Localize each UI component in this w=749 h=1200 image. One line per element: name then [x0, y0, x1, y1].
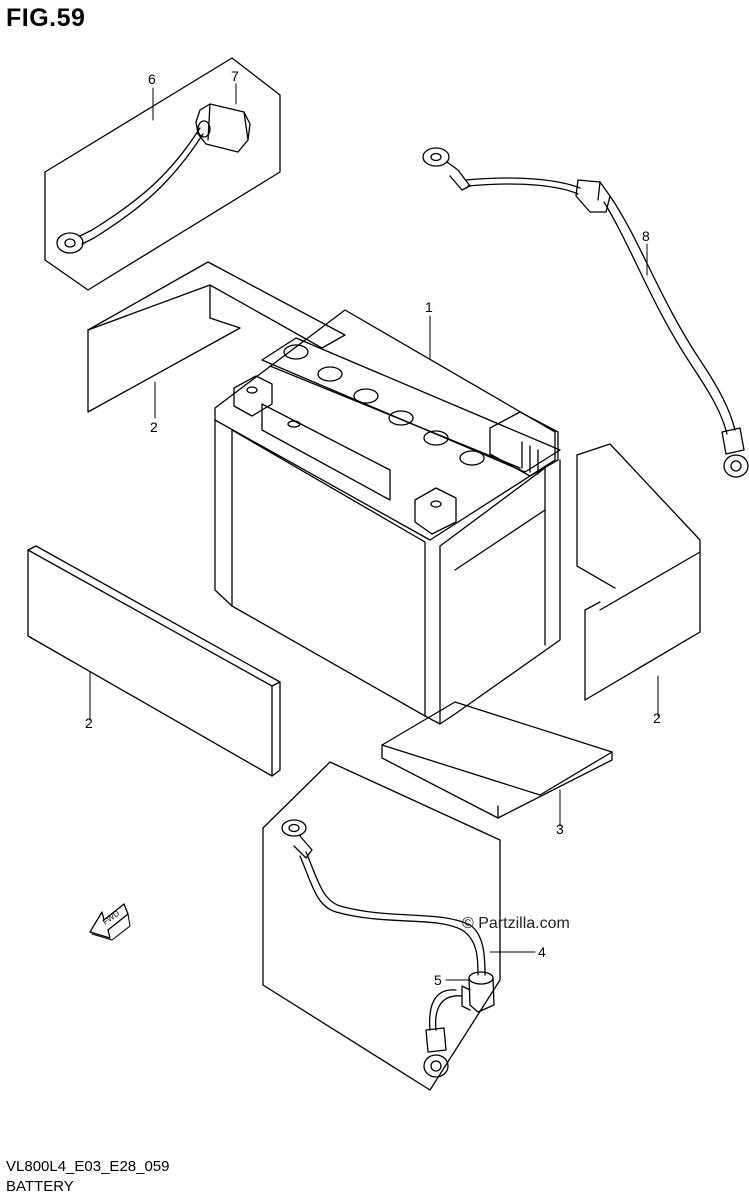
callout-2-upper: 2 — [150, 419, 158, 435]
connector-cap-7 — [195, 103, 251, 153]
fwd-arrow-icon: FWD — [89, 903, 131, 941]
callout-6: 6 — [148, 71, 156, 87]
leader-lines — [89, 83, 659, 981]
cable-group-6-box — [44, 57, 281, 291]
figure-title: FIG.59 — [6, 4, 86, 32]
cable-6 — [56, 127, 204, 254]
callout-2-lower: 2 — [85, 715, 93, 731]
callout-1: 1 — [425, 299, 433, 315]
callout-4: 4 — [538, 944, 546, 960]
callout-7: 7 — [231, 68, 239, 84]
cable-group-4-box — [262, 761, 501, 1091]
cable-4 — [281, 819, 495, 1078]
callout-2-right: 2 — [653, 710, 661, 726]
callouts: 6 7 8 1 2 2 2 3 4 5 — [85, 68, 661, 988]
figure-caption: BATTERY — [6, 1178, 74, 1195]
watermark: © Partzilla.com — [462, 915, 570, 932]
battery-1 — [214, 309, 561, 725]
pad-2-upper-left — [87, 261, 346, 413]
pad-2-lower-left — [27, 545, 281, 777]
callout-5: 5 — [434, 972, 442, 988]
callout-3: 3 — [556, 821, 564, 837]
figure-code: VL800L4_E03_E28_059 — [6, 1158, 170, 1175]
pad-3 — [381, 701, 613, 819]
callout-8: 8 — [642, 228, 650, 244]
cable-8 — [422, 147, 749, 478]
pad-2-right — [576, 443, 701, 701]
